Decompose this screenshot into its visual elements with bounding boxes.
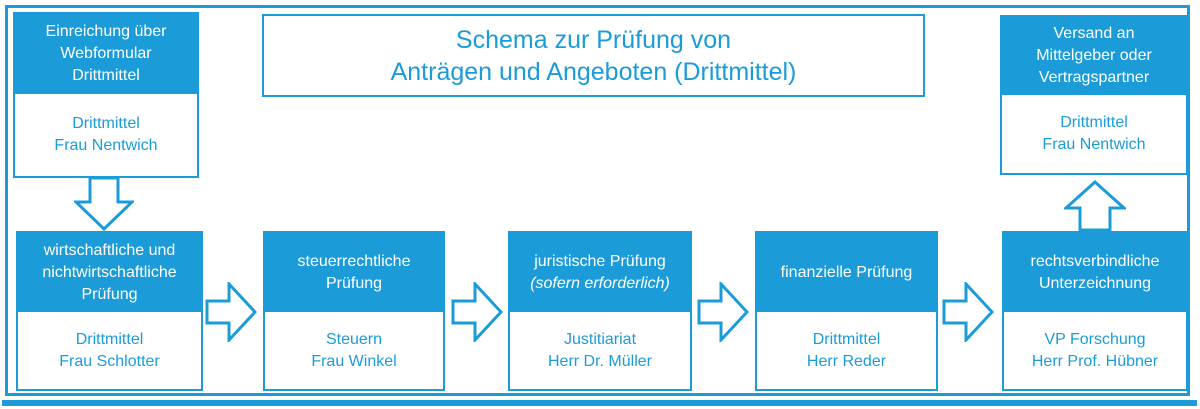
node-header-line: steuerrechtliche (297, 252, 411, 270)
diagram-border (5, 5, 1190, 396)
node-body-line: Frau Nentwich (1042, 136, 1146, 153)
node-header-line: Unterzeichnung (1038, 274, 1152, 292)
node-header-line: juristische Prüfung (534, 252, 666, 270)
node-header: steuerrechtliche Prüfung (265, 233, 443, 312)
node-body-line: Frau Schlotter (59, 352, 160, 370)
node-header-line: Prüfung (325, 274, 383, 292)
node-header-line: Webformular (60, 45, 152, 62)
node-header: Versand an Mittelgeber oder Vertragspart… (1002, 17, 1186, 95)
node-header: wirtschaftliche und nichtwirtschaftliche… (18, 233, 201, 312)
arrow-right-icon (205, 282, 257, 342)
node-body-line: VP Forschung (1044, 330, 1146, 348)
node-body-line: Drittmittel (812, 330, 881, 348)
node-body-line: Herr Dr. Müller (547, 352, 652, 370)
node-header-line: Prüfung (81, 285, 138, 303)
node-body: VP Forschung Herr Prof. Hübner (1004, 312, 1186, 389)
diagram-title: Schema zur Prüfung von Anträgen und Ange… (262, 14, 925, 97)
arrow-right-icon (942, 282, 994, 342)
node-steuerrechtliche-pruefung: steuerrechtliche Prüfung Steuern Frau Wi… (263, 231, 445, 391)
title-line-1: Schema zur Prüfung von (455, 25, 732, 54)
title-line-2: Anträgen und Angeboten (Drittmittel) (390, 57, 797, 86)
node-header-line: finanzielle Prüfung (780, 263, 913, 281)
node-body: Drittmittel Herr Reder (757, 312, 936, 389)
node-header-note: (sofern erforderlich) (530, 274, 670, 292)
node-body-line: Justitiariat (563, 330, 637, 348)
node-juristische-pruefung: juristische Prüfung (sofern erforderlich… (508, 231, 692, 391)
bottom-accent-bar (2, 400, 1197, 406)
node-body-line: Herr Reder (806, 352, 887, 370)
node-body: Drittmittel Frau Schlotter (18, 312, 201, 389)
node-header-line: nichtwirtschaftliche (42, 263, 177, 281)
node-header-line: wirtschaftliche und (43, 241, 176, 259)
node-body-line: Drittmittel (75, 330, 144, 348)
node-header-line: Versand an (1053, 25, 1135, 42)
node-header: rechtsverbindliche Unterzeichnung (1004, 233, 1186, 312)
node-body-line: Frau Winkel (311, 352, 397, 370)
node-header: juristische Prüfung (sofern erforderlich… (510, 233, 690, 312)
node-body-line: Frau Nentwich (54, 137, 158, 154)
arrow-down-icon (74, 176, 134, 231)
node-body-line: Herr Prof. Hübner (1031, 352, 1159, 370)
node-rechtsverbindliche-unterzeichnung: rechtsverbindliche Unterzeichnung VP For… (1002, 231, 1188, 391)
arrow-up-icon (1064, 180, 1126, 232)
node-finanzielle-pruefung: finanzielle Prüfung Drittmittel Herr Red… (755, 231, 938, 391)
node-header-line: Drittmittel (72, 67, 140, 84)
node-einreichung-webformular: Einreichung über Webformular Drittmittel… (13, 12, 199, 178)
node-header: finanzielle Prüfung (757, 233, 936, 312)
node-body: Steuern Frau Winkel (265, 312, 443, 389)
node-body-line: Steuern (325, 330, 383, 348)
node-body-line: Drittmittel (72, 115, 140, 132)
node-header: Einreichung über Webformular Drittmittel (15, 14, 197, 94)
node-body: Drittmittel Frau Nentwich (1002, 95, 1186, 173)
node-header-line: Mittelgeber oder (1036, 47, 1152, 64)
arrow-right-icon (697, 282, 749, 342)
node-header-line: Einreichung über (45, 23, 167, 40)
node-body: Drittmittel Frau Nentwich (15, 94, 197, 176)
node-wirtschaftliche-pruefung: wirtschaftliche und nichtwirtschaftliche… (16, 231, 203, 391)
arrow-right-icon (451, 282, 503, 342)
node-body-line: Drittmittel (1060, 114, 1128, 131)
node-header-line: Vertragspartner (1038, 69, 1150, 86)
node-versand-mittelgeber: Versand an Mittelgeber oder Vertragspart… (1000, 15, 1188, 175)
node-body: Justitiariat Herr Dr. Müller (510, 312, 690, 389)
node-header-line: rechtsverbindliche (1030, 252, 1160, 270)
